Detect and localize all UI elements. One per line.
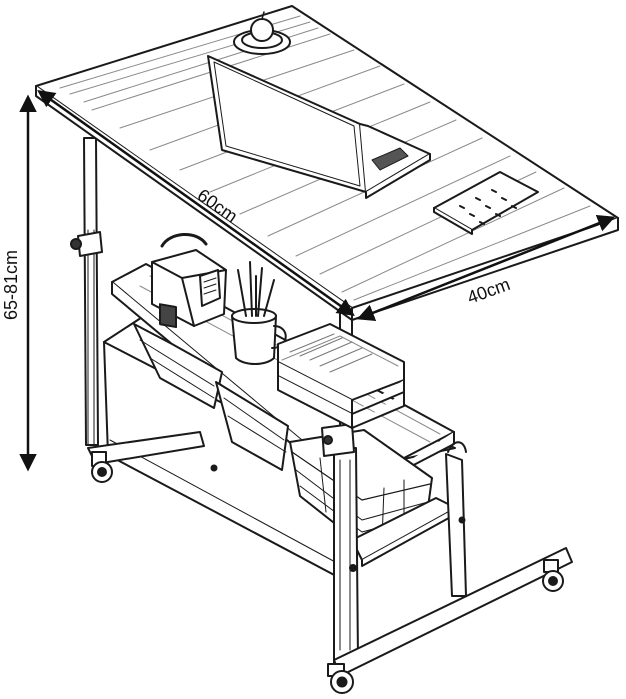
- dimension-lines: [19, 89, 616, 472]
- plate-icon: [233, 11, 291, 55]
- book-stack-icon: [277, 323, 405, 429]
- depth-dimension-line: [356, 215, 616, 321]
- width-dimension-line: [37, 89, 355, 317]
- caster-wheel-icon: [542, 559, 564, 592]
- rear-frame: [445, 441, 467, 597]
- pen-cup-icon: [231, 261, 287, 365]
- caster-wheel-icon: [91, 451, 113, 483]
- height-label: 65-81cm: [1, 250, 21, 320]
- small-basket-icon: [133, 323, 289, 471]
- radio-icon: [151, 233, 227, 329]
- caster-wheel-icon: [327, 663, 354, 694]
- left-post: [70, 137, 103, 446]
